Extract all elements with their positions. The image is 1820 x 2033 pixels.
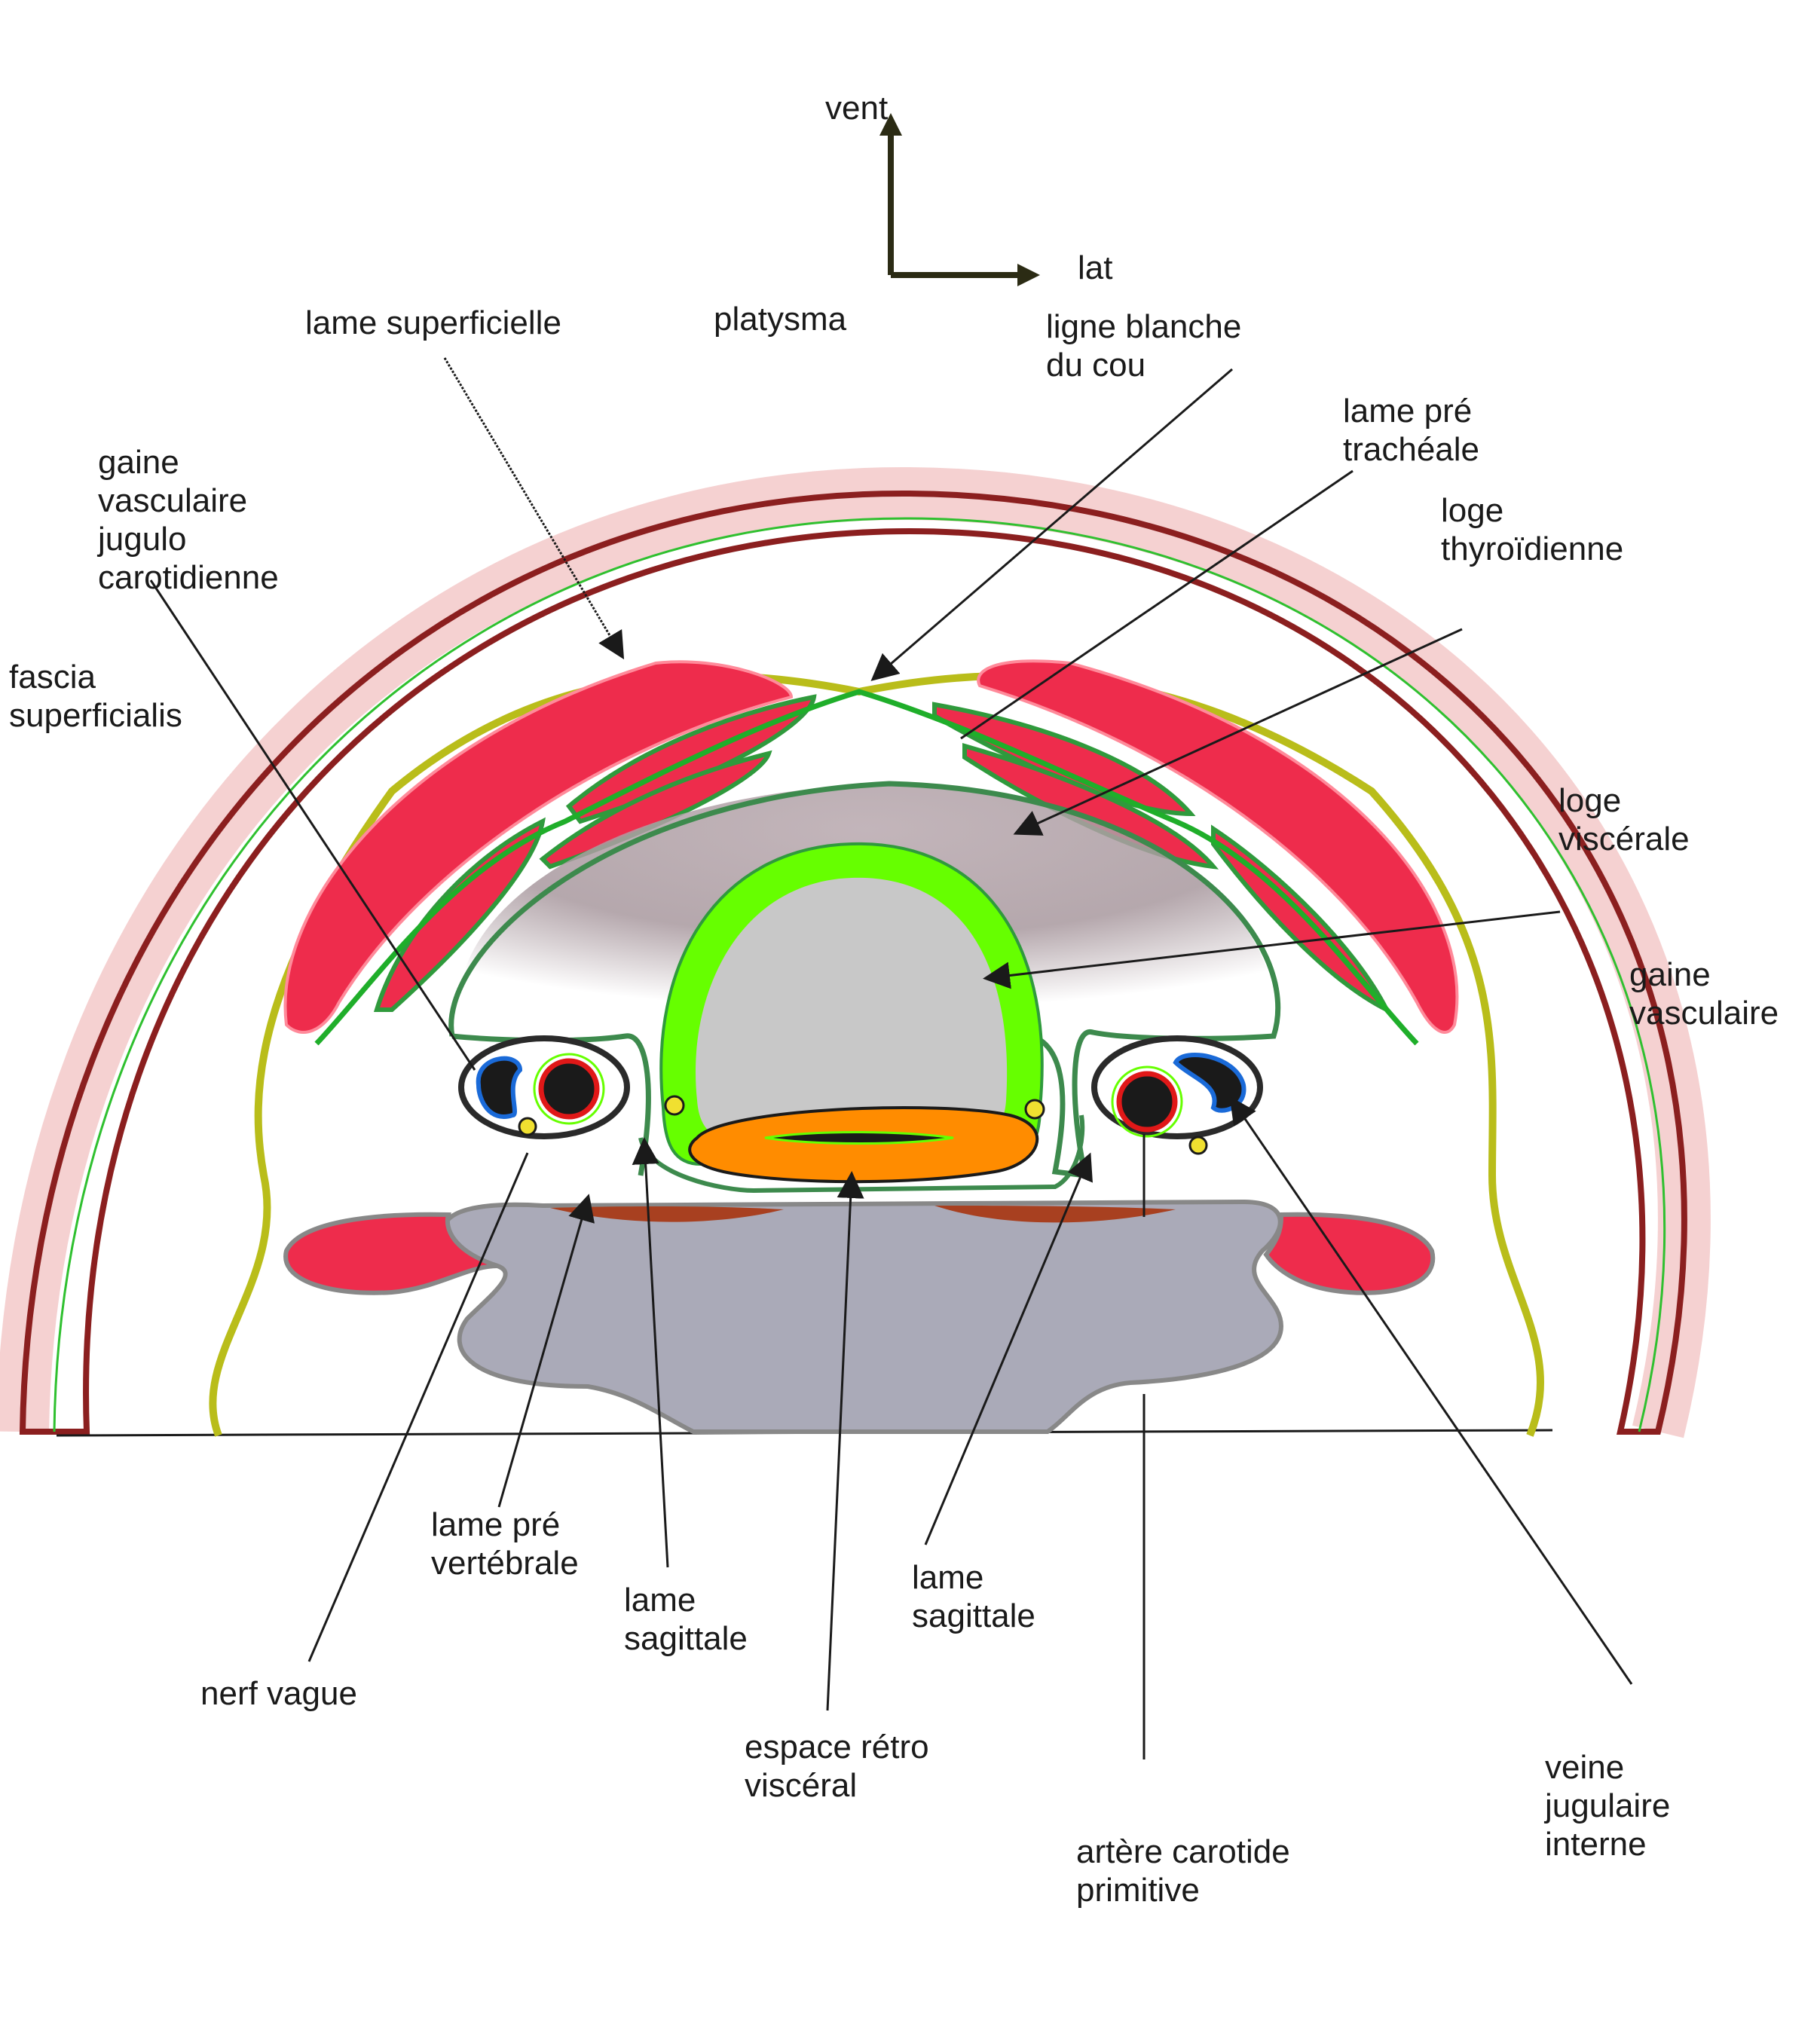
vascular-sheath-right [1091, 1035, 1263, 1155]
leader-lines [149, 357, 1633, 1759]
vagus-nerve-left [518, 1117, 537, 1136]
node-right [1024, 1099, 1045, 1120]
label-lame-pre-tracheale: lame pré trachéale [1343, 393, 1480, 468]
label-lame-sagittale-right: lame sagittale [912, 1559, 1035, 1634]
lame-pre-tracheale-line [314, 689, 1419, 1046]
label-vent: vent [825, 90, 889, 127]
vertebra [441, 1199, 1284, 1434]
trachea-lumen [696, 877, 1008, 1138]
label-lame-pre-vertebrale: lame pré vertébrale [431, 1506, 579, 1582]
prevertebral-muscle-left [550, 1206, 784, 1222]
loge-viscerale-line-left [451, 1033, 651, 1176]
retrovisceral-lamina [638, 1114, 1085, 1194]
label-lat: lat [1078, 249, 1113, 286]
orientation-axes [879, 113, 1040, 286]
label-lame-sagittale-left: lame sagittale [624, 1582, 748, 1657]
label-gaine-vasculaire: gaine vasculaire [1629, 956, 1779, 1032]
carotid-artery-right [1116, 1071, 1178, 1133]
label-artere-carotide-primitive: artère carotide primitive [1076, 1833, 1290, 1909]
label-loge-thyroidienne: loge thyroïdienne [1441, 492, 1624, 567]
vagus-nerve-right [1188, 1136, 1208, 1155]
label-fascia-superficialis: fascia superficialis [9, 659, 182, 734]
label-lame-superficielle: lame superficielle [305, 304, 561, 341]
label-platysma: platysma [714, 301, 847, 338]
label-ligne-blanche: ligne blanche du cou [1046, 308, 1242, 384]
skin-arch [0, 466, 1711, 1438]
scm-muscle-right [977, 659, 1459, 1034]
label-gaine-vasculaire-jugulo-carotidienne: gaine vasculaire jugulo carotidienne [98, 444, 279, 596]
prevertebral-muscle-right [934, 1206, 1176, 1223]
esophagus [688, 1106, 1039, 1184]
vascular-sheath-left [458, 1035, 630, 1139]
label-loge-viscerale: loge viscérale [1558, 782, 1690, 858]
label-nerf-vague: nerf vague [200, 1675, 357, 1712]
carotid-artery-left [538, 1058, 600, 1120]
esophagus-lumen [764, 1131, 954, 1145]
lateral-muscle-right [1263, 1212, 1436, 1295]
strap-muscles-right [932, 702, 1392, 1015]
jugular-vein-left [476, 1056, 523, 1119]
label-veine-jugulaire-interne: veine jugulaire interne [1545, 1749, 1671, 1863]
lateral-muscle-left [283, 1212, 498, 1295]
scm-muscle-left [283, 660, 794, 1034]
node-left [664, 1095, 685, 1116]
label-espace-retro-visceral: espace rétro viscéral [745, 1729, 929, 1804]
